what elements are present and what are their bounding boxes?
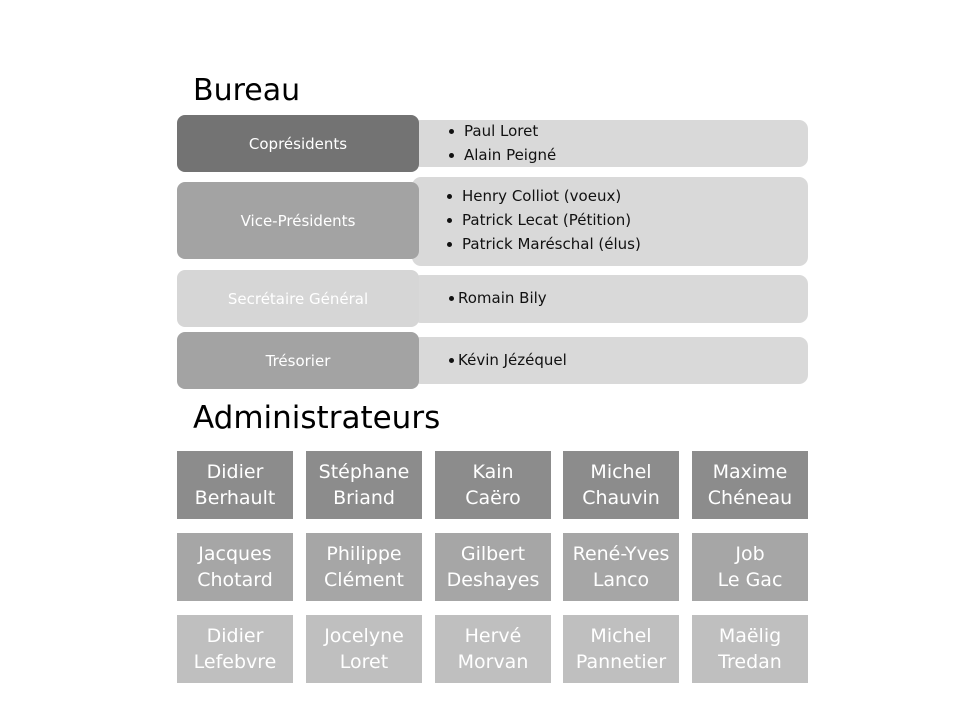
admin-last-name: Lefebvre — [193, 651, 277, 673]
admin-last-name: Berhault — [194, 487, 276, 509]
admin-first-name: Philippe — [326, 543, 402, 565]
admin-first-name: Michel — [590, 461, 652, 483]
role-box-secretaire: Secrétaire Général — [177, 270, 419, 327]
members-panel-vice-presidents — [412, 177, 808, 266]
admin-first-name: Gilbert — [460, 543, 526, 565]
role-label: Trésorier — [265, 351, 331, 370]
administrateurs-title: Administrateurs — [193, 400, 441, 436]
admin-tile: Stéphane Briand — [306, 451, 422, 519]
role-label: Vice-Présidents — [240, 211, 356, 230]
admin-first-name: Job — [735, 543, 765, 565]
admin-last-name: Loret — [339, 651, 389, 673]
admin-tile: Michel Chauvin — [563, 451, 679, 519]
role-box-copresidents: Coprésidents — [177, 115, 419, 172]
admin-first-name: Maëlig — [718, 625, 782, 647]
admin-last-name: Chauvin — [582, 487, 660, 509]
members-panel-copresidents — [412, 120, 808, 167]
admin-tile: Maxime Chéneau — [692, 451, 808, 519]
admin-last-name: Tredan — [718, 651, 782, 673]
admin-last-name: Chéneau — [707, 487, 793, 509]
administrateurs-grid: Didier Berhault Stéphane Briand Kain Caë… — [177, 451, 808, 684]
admin-first-name: Jacques — [198, 543, 272, 565]
admin-last-name: Deshayes — [446, 569, 540, 591]
admin-last-name: Pannetier — [575, 651, 667, 673]
admin-tile: Jocelyne Loret — [306, 615, 422, 683]
list-item: Patrick Maréschal (élus) — [446, 232, 641, 256]
admin-first-name: Didier — [206, 461, 264, 483]
admin-last-name: Clément — [324, 569, 404, 591]
admin-last-name: Le Gac — [717, 569, 783, 591]
admin-tile: René-Yves Lanco — [563, 533, 679, 601]
admin-tile: Didier Lefebvre — [177, 615, 293, 683]
member-list-vice-presidents: Henry Colliot (voeux) Patrick Lecat (Pét… — [446, 184, 641, 256]
admin-last-name: Morvan — [457, 651, 529, 673]
admin-first-name: René-Yves — [572, 543, 670, 565]
members-panel-tresorier — [412, 337, 808, 384]
list-item: Alain Peigné — [448, 143, 556, 167]
admin-first-name: Kain — [472, 461, 514, 483]
list-item: Kévin Jézéquel — [448, 348, 567, 372]
member-list-secretaire: Romain Bily — [448, 286, 547, 310]
admin-tile: Philippe Clément — [306, 533, 422, 601]
admin-first-name: Hervé — [464, 625, 522, 647]
admin-tile: Maëlig Tredan — [692, 615, 808, 683]
role-box-vice-presidents: Vice-Présidents — [177, 182, 419, 259]
admin-tile: Job Le Gac — [692, 533, 808, 601]
role-box-tresorier: Trésorier — [177, 332, 419, 389]
list-item: Henry Colliot (voeux) — [446, 184, 641, 208]
admin-tile: Hervé Morvan — [435, 615, 551, 683]
admin-tile: Didier Berhault — [177, 451, 293, 519]
list-item: Romain Bily — [448, 286, 547, 310]
admin-first-name: Didier — [206, 625, 264, 647]
admin-tile: Gilbert Deshayes — [435, 533, 551, 601]
admin-tile: Michel Pannetier — [563, 615, 679, 683]
role-label: Coprésidents — [248, 134, 348, 153]
list-item: Patrick Lecat (Pétition) — [446, 208, 641, 232]
list-item: Paul Loret — [448, 119, 556, 143]
admin-first-name: Stéphane — [318, 461, 410, 483]
admin-first-name: Jocelyne — [324, 625, 404, 647]
admin-first-name: Michel — [590, 625, 652, 647]
members-panel-secretaire — [412, 275, 808, 323]
member-list-tresorier: Kévin Jézéquel — [448, 348, 567, 372]
admin-tile: Jacques Chotard — [177, 533, 293, 601]
admin-first-name: Maxime — [712, 461, 788, 483]
bureau-title: Bureau — [193, 73, 301, 108]
admin-last-name: Lanco — [592, 569, 650, 591]
admin-last-name: Caëro — [465, 487, 521, 509]
admin-tile: Kain Caëro — [435, 451, 551, 519]
admin-last-name: Briand — [333, 487, 395, 509]
member-list-copresidents: Paul Loret Alain Peigné — [448, 119, 556, 167]
admin-last-name: Chotard — [197, 569, 273, 591]
role-label: Secrétaire Général — [227, 289, 369, 308]
